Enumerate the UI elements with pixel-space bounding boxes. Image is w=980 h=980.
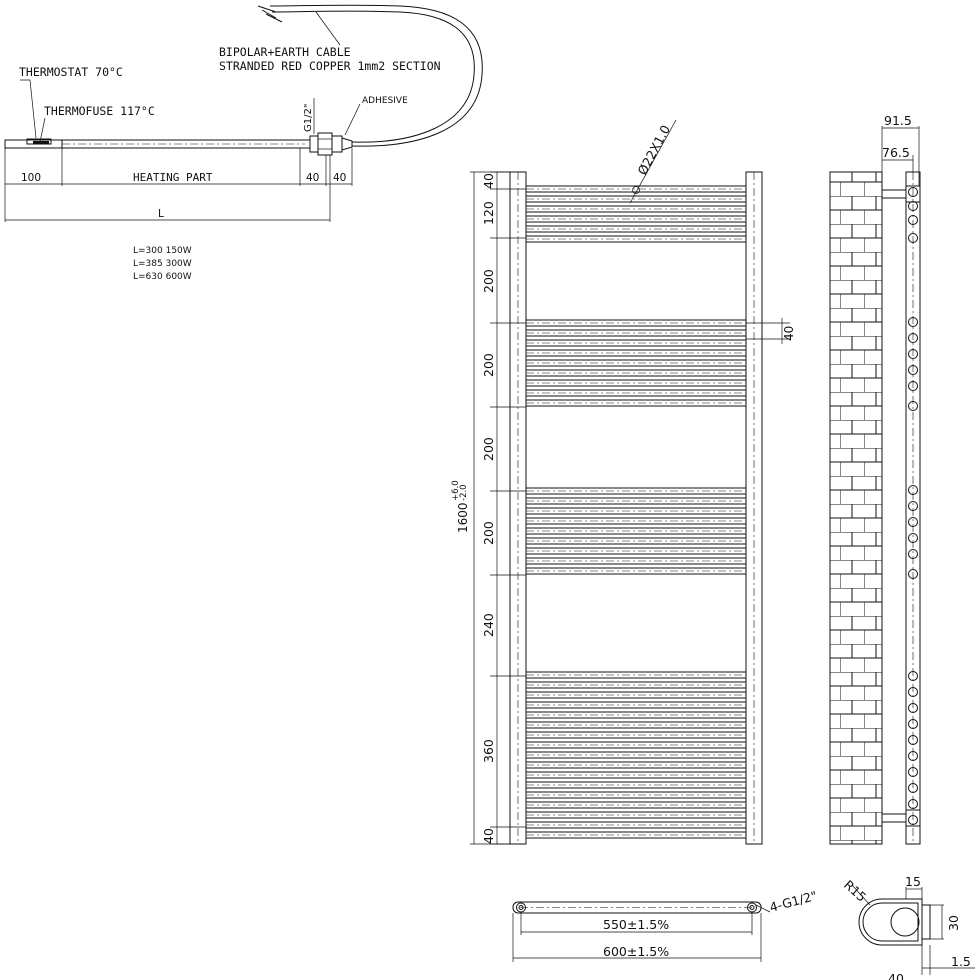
bar-section (908, 401, 918, 411)
fitting-nut (309, 135, 319, 153)
bar-section-circles (908, 187, 918, 825)
heating-element-drawing (4, 4, 483, 222)
bar-section (908, 233, 918, 243)
bar-section (908, 735, 918, 745)
heating-part-label: HEATING PART (133, 171, 213, 184)
top-bracket (881, 189, 907, 199)
height-30-label: 30 (946, 915, 961, 931)
section-profile (858, 898, 923, 946)
pipe-diameter-label: Ø22X1.0 (634, 122, 673, 177)
cable-outer (269, 4, 483, 147)
thread-label: G1/2" (303, 104, 314, 132)
adhesive-tip (341, 137, 353, 151)
bottom-view (512, 901, 771, 962)
bar-section (908, 815, 918, 825)
width-40-label: 40 (888, 971, 904, 980)
thermofuse-block (33, 141, 49, 144)
length-label: L (158, 208, 164, 220)
spec-line: L=385 300W (133, 259, 192, 269)
dim-100: 100 (21, 172, 41, 184)
bar-section (908, 317, 918, 327)
fitting-gland (331, 135, 343, 153)
wall-bricks (829, 171, 883, 845)
depth-outer-label: 91.5 (884, 113, 912, 128)
bar-section (908, 767, 918, 777)
bar-section (908, 799, 918, 809)
cable-label-line2: STRANDED RED COPPER 1mm2 SECTION (219, 59, 441, 73)
height-tol-minus: -2.0 (459, 484, 469, 501)
adhesive-leader (344, 103, 361, 136)
pipe-leader (629, 119, 677, 204)
bar-section (908, 349, 918, 359)
spacing-label: 40 (481, 173, 496, 189)
bar-section (908, 671, 918, 681)
spec-line: L=630 600W (133, 272, 192, 282)
thermofuse-leader (39, 117, 46, 143)
spacing-label: 200 (481, 437, 496, 461)
bar-section (908, 381, 918, 391)
bar-section (908, 485, 918, 495)
spacing-label: 200 (481, 269, 496, 293)
bar-section (908, 687, 918, 697)
thickness-label: 1.5 (951, 954, 971, 969)
height-tol-plus: +6.0 (451, 480, 461, 501)
bar-section (908, 719, 918, 729)
depth-inner-label: 76.5 (882, 145, 910, 160)
bar-section (908, 533, 918, 543)
connection-right (747, 902, 757, 913)
center-width-label: 550±1.5% (603, 917, 669, 932)
bar-section (908, 215, 918, 225)
thermostat-leader (20, 79, 37, 139)
front-view (470, 119, 790, 845)
spec-line: L=300 150W (133, 246, 192, 256)
thermostat-label: THERMOSTAT 70°C (19, 65, 123, 79)
bar-section (908, 365, 918, 375)
spacing-label: 200 (481, 521, 496, 545)
dim-40-b: 40 (333, 172, 346, 184)
cable-inner (271, 10, 475, 143)
thermofuse-label: THERMOFUSE 117°C (44, 104, 155, 118)
side-view (829, 126, 921, 845)
radius-label: R15 (841, 877, 869, 905)
spacing-label: 200 (481, 353, 496, 377)
fitting-hex (317, 132, 333, 156)
connections-label: 4-G1/2" (768, 888, 819, 915)
bar-gap-label: 40 (782, 326, 796, 341)
adhesive-label: ADHESIVE (362, 96, 408, 106)
dim-40-a: 40 (306, 172, 319, 184)
bar-section (908, 187, 918, 197)
bar-section (908, 333, 918, 343)
bar-section (908, 201, 918, 211)
bar-section (908, 703, 918, 713)
pipe-section (890, 907, 920, 937)
connection-left (516, 902, 526, 913)
width-15-label: 15 (905, 874, 921, 889)
height-label: 1600 (456, 502, 470, 533)
bar-section (908, 517, 918, 527)
bar-section (908, 549, 918, 559)
bar-section (908, 751, 918, 761)
bar-section (908, 501, 918, 511)
bar-section (908, 783, 918, 793)
spacing-label: 360 (481, 739, 496, 763)
spacing-ticks (490, 171, 526, 845)
section-detail (851, 884, 975, 975)
spacing-label: 40 (481, 828, 496, 844)
spacing-label: 240 (481, 613, 496, 637)
bottom-bracket (881, 813, 907, 823)
horizontal-bars (525, 185, 747, 839)
cable-leader (315, 11, 341, 46)
spacing-label: 120 (481, 201, 496, 225)
cable-label-line1: BIPOLAR+EARTH CABLE (219, 45, 351, 59)
overall-width-label: 600±1.5% (603, 944, 669, 959)
bar-section (908, 569, 918, 579)
